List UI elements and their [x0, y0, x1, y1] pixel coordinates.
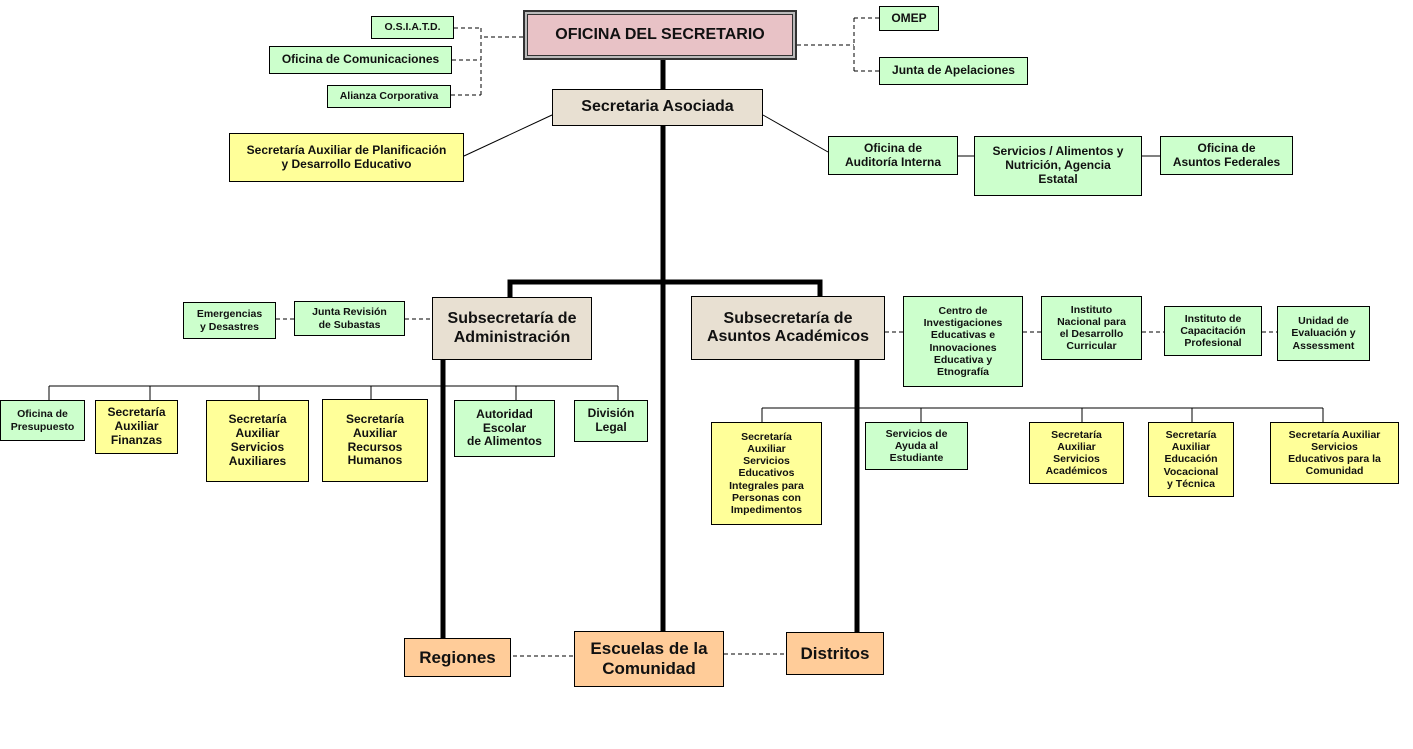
unit-asuntos-federales[interactable]: Oficina de Asuntos Federales: [1160, 136, 1293, 175]
unit-oficina-comunicaciones[interactable]: Oficina de Comunicaciones: [269, 46, 452, 74]
unit-instituto-capacitacion[interactable]: Instituto de Capacitación Profesional: [1164, 306, 1262, 356]
unit-auditoria-interna[interactable]: Oficina de Auditoría Interna: [828, 136, 958, 175]
unit-evaluacion-assessment[interactable]: Unidad de Evaluación y Assessment: [1277, 306, 1370, 361]
secretaria-asociada[interactable]: Secretaria Asociada: [552, 89, 763, 126]
unit-escuelas-comunidad[interactable]: Escuelas de la Comunidad: [574, 631, 724, 687]
unit-junta-revision-subastas[interactable]: Junta Revisión de Subastas: [294, 301, 405, 336]
unit-auxiliar-servicios-comunidad[interactable]: Secretaría Auxiliar Servicios Educativos…: [1270, 422, 1399, 484]
unit-omep[interactable]: OMEP: [879, 6, 939, 31]
subsecretaria-administracion[interactable]: Subsecretaría de Administración: [432, 297, 592, 360]
unit-centro-investigaciones[interactable]: Centro de Investigaciones Educativas e I…: [903, 296, 1023, 387]
unit-distritos[interactable]: Distritos: [786, 632, 884, 675]
academic-units-bus: [761, 407, 1324, 422]
secretario-right-dashes: [797, 17, 879, 72]
unit-auxiliar-personas-impedimentos[interactable]: Secretaría Auxiliar Servicios Educativos…: [711, 422, 822, 525]
oficina-del-secretario[interactable]: OFICINA DEL SECRETARIO: [523, 10, 797, 60]
unit-oficina-presupuesto[interactable]: Oficina de Presupuesto: [0, 400, 85, 441]
oficina-del-secretario-label: OFICINA DEL SECRETARIO: [527, 14, 793, 56]
unit-autoridad-escolar-alimentos[interactable]: Autoridad Escolar de Alimentos: [454, 400, 555, 457]
bottom-dashes: [513, 653, 786, 657]
unit-regiones[interactable]: Regiones: [404, 638, 511, 677]
unit-junta-apelaciones[interactable]: Junta de Apelaciones: [879, 57, 1028, 85]
unit-auxiliar-finanzas[interactable]: Secretaría Auxiliar Finanzas: [95, 400, 178, 454]
unit-osiatd[interactable]: O.S.I.A.T.D.: [371, 16, 454, 39]
unit-alianza-corporativa[interactable]: Alianza Corporativa: [327, 85, 451, 108]
unit-auxiliar-educacion-vocacional[interactable]: Secretaría Auxiliar Educación Vocacional…: [1148, 422, 1234, 497]
unit-ayuda-estudiante[interactable]: Servicios de Ayuda al Estudiante: [865, 422, 968, 470]
unit-division-legal[interactable]: División Legal: [574, 400, 648, 442]
unit-auxiliar-servicios-academicos[interactable]: Secretaría Auxiliar Servicios Académicos: [1029, 422, 1124, 484]
unit-emergencias-desastres[interactable]: Emergencias y Desastres: [183, 302, 276, 339]
unit-auxiliar-servicios-auxiliares[interactable]: Secretaría Auxiliar Servicios Auxiliares: [206, 400, 309, 482]
subsecretaria-branch: [507, 279, 823, 298]
unit-instituto-desarrollo-curricular[interactable]: Instituto Nacional para el Desarrollo Cu…: [1041, 296, 1142, 360]
unit-servicios-alimentos[interactable]: Servicios / Alimentos y Nutrición, Agenc…: [974, 136, 1142, 196]
admin-units-bus: [48, 385, 619, 400]
secretario-left-dashes: [451, 27, 523, 96]
subsecretaria-asuntos-academicos[interactable]: Subsecretaría de Asuntos Académicos: [691, 296, 885, 360]
unit-planificacion-desarrollo[interactable]: Secretaría Auxiliar de Planificación y D…: [229, 133, 464, 182]
unit-auxiliar-recursos-humanos[interactable]: Secretaría Auxiliar Recursos Humanos: [322, 399, 428, 482]
